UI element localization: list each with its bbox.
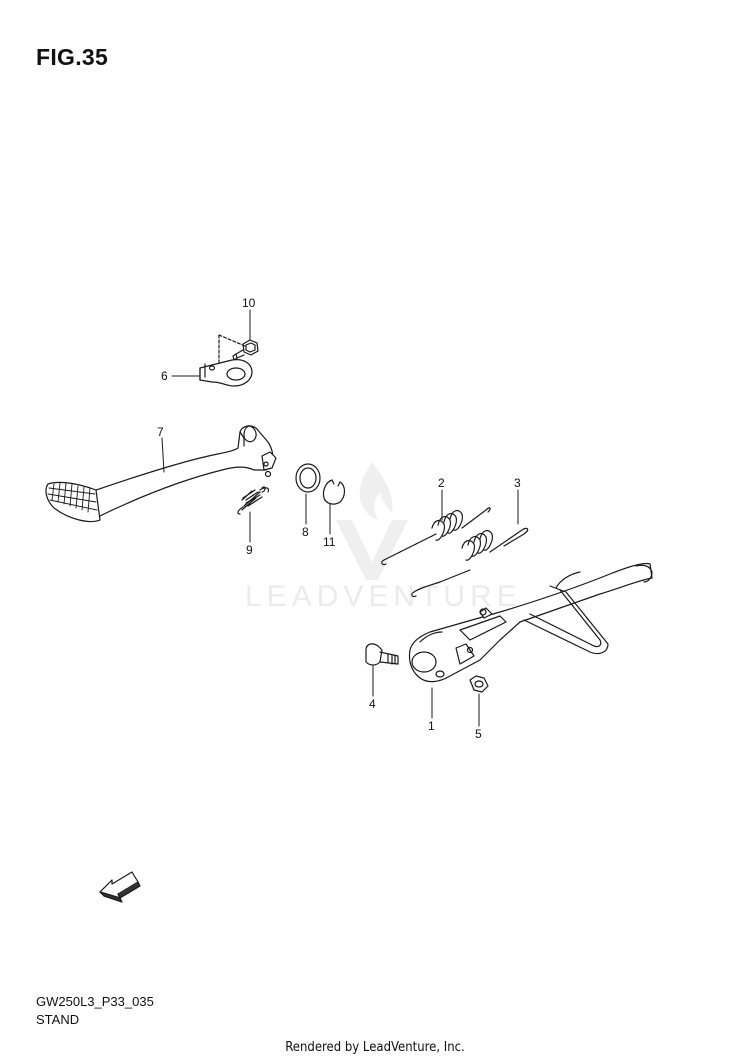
callout-9: 9 — [246, 543, 253, 557]
callout-2: 2 — [438, 476, 445, 490]
callout-8: 8 — [302, 525, 309, 539]
callout-11: 11 — [323, 535, 336, 549]
part-2-spring — [381, 507, 491, 566]
figure-name: STAND — [36, 1012, 80, 1027]
assembly-line-10-6 — [218, 334, 246, 347]
callout-10: 10 — [242, 296, 256, 310]
part-4-bolt — [365, 643, 399, 666]
callout-7: 7 — [157, 425, 164, 439]
part-10-bolt — [232, 339, 259, 361]
callout-3: 3 — [514, 476, 521, 490]
figure-code: GW250L3_P33_035 — [36, 994, 154, 1009]
watermark-text: LEADVENTURE — [245, 580, 522, 613]
fwd-arrow — [99, 871, 141, 903]
part-11-circlip — [322, 479, 346, 505]
part-5-nut — [469, 675, 489, 693]
part-1-side-stand — [408, 562, 653, 683]
part-7-lever — [45, 425, 277, 523]
part-6-bracket — [199, 359, 253, 387]
callout-6: 6 — [161, 369, 168, 383]
watermark-logo — [336, 462, 408, 580]
callouts: 10 6 7 9 8 11 2 3 4 1 5 — [157, 296, 521, 741]
leader-7 — [161, 437, 165, 473]
callout-4: 4 — [369, 697, 376, 711]
rendered-by-credit: Rendered by LeadVenture, Inc. — [285, 1040, 465, 1055]
figure-title: FIG.35 — [36, 44, 109, 70]
leader-lines — [161, 309, 519, 727]
part-9-spring — [237, 486, 270, 515]
callout-1: 1 — [428, 719, 435, 733]
part-8-washer — [295, 463, 321, 493]
callout-5: 5 — [475, 727, 482, 741]
watermark: LEADVENTURE — [245, 462, 522, 613]
part-3-spring — [411, 527, 529, 598]
